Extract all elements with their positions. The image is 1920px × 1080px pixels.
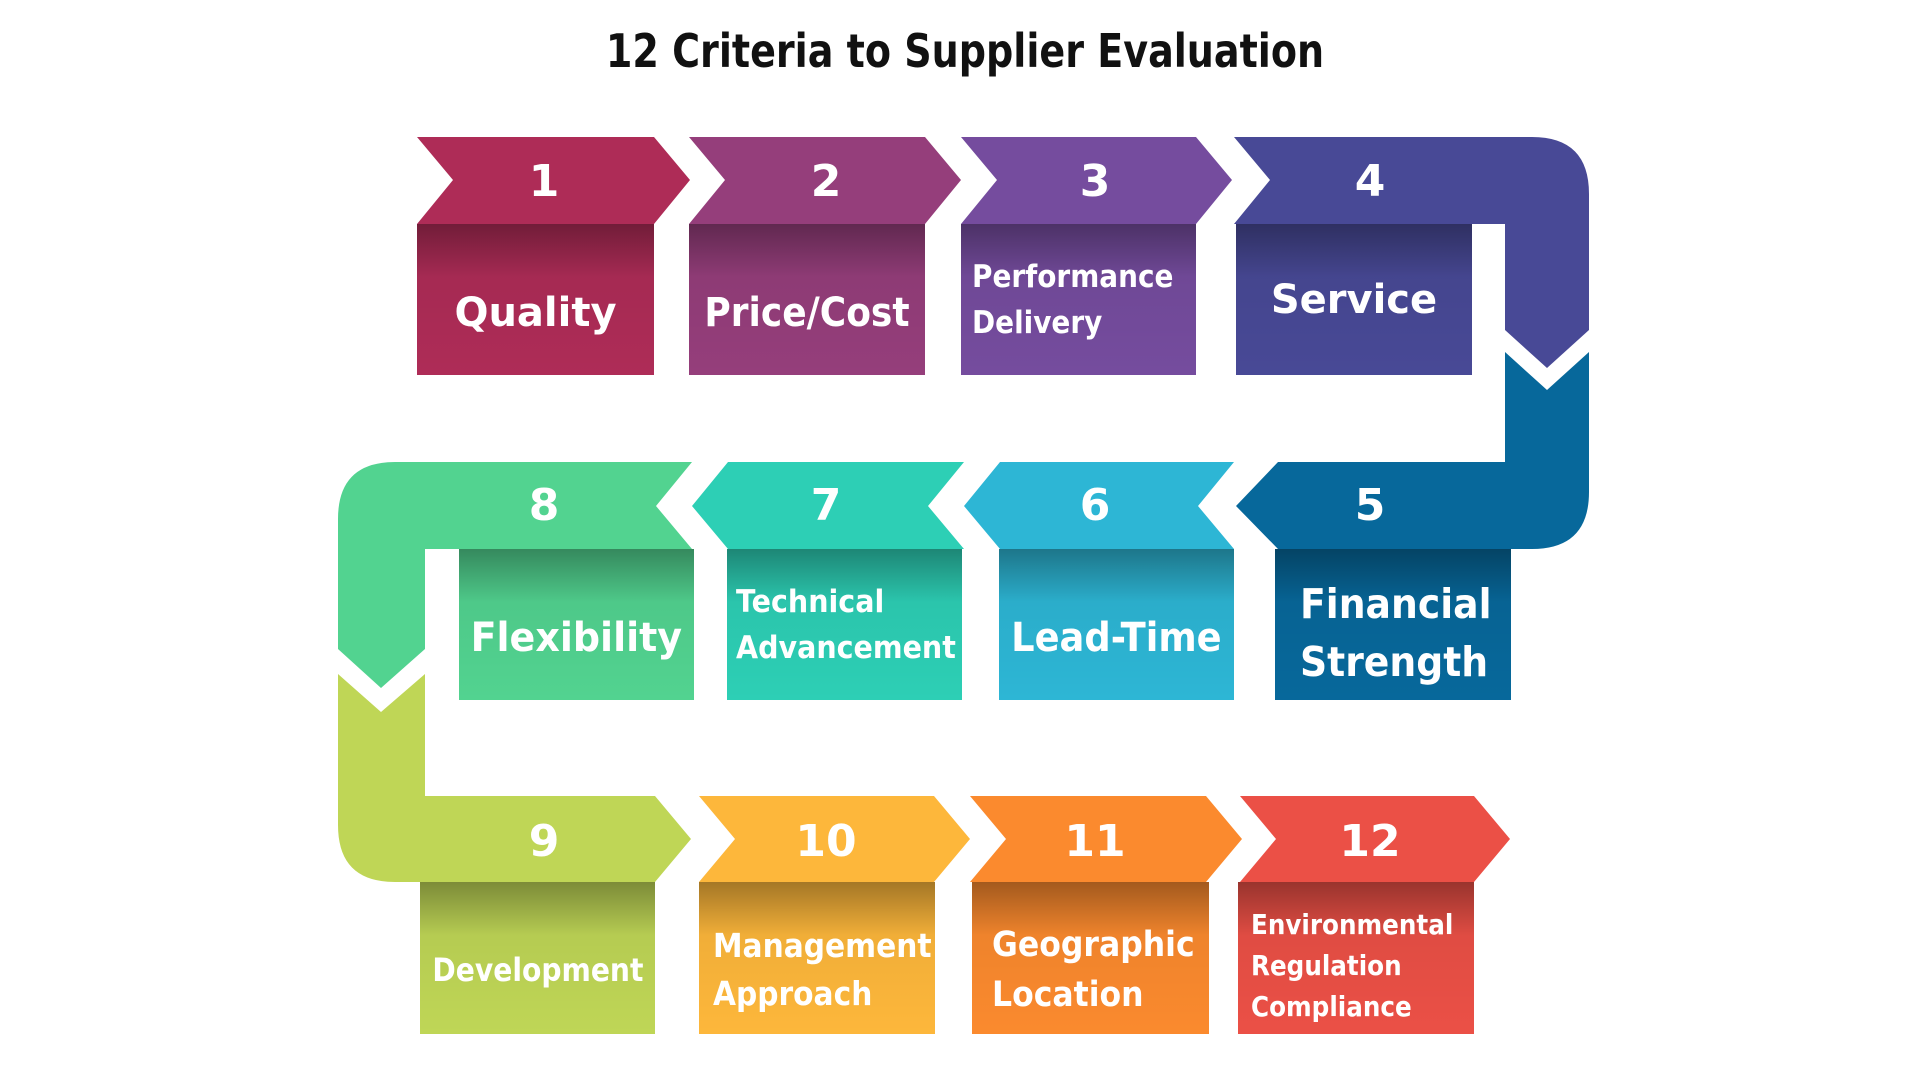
chevron-8-turn: [338, 462, 692, 688]
chevron-4-turn: [1234, 137, 1589, 368]
criterion-label-6: Lead-Time: [1011, 614, 1222, 661]
step-number-2: 2: [810, 156, 842, 207]
chevron-5-turn: [1236, 352, 1589, 549]
step-number-4: 4: [1354, 156, 1386, 207]
chevron-7: [692, 462, 964, 549]
criterion-card-5: Financial Strength: [1300, 570, 1511, 695]
criterion-card-6: Lead-Time: [999, 575, 1234, 700]
criterion-label-9: Development: [431, 951, 644, 989]
criterion-label-3: Performance Delivery: [972, 259, 1174, 341]
criterion-card-1: Quality: [417, 250, 654, 375]
step-number-5: 5: [1354, 480, 1386, 531]
step-number-7: 7: [810, 480, 842, 531]
chevron-10: [699, 796, 970, 882]
chevron-1: [417, 137, 690, 224]
step-number-6: 6: [1079, 480, 1111, 531]
criterion-card-11: Geographic Location: [992, 920, 1209, 1020]
criterion-card-12: Environmental Regulation Compliance: [1251, 905, 1474, 1025]
step-number-12: 12: [1339, 816, 1401, 867]
criterion-card-8: Flexibility: [459, 575, 694, 700]
chevron-11: [970, 796, 1242, 882]
criterion-label-7: Technical Advancement: [736, 584, 956, 666]
chevron-3: [961, 137, 1232, 224]
criterion-label-4: Service: [1270, 277, 1438, 323]
criterion-label-10: Management Approach: [713, 926, 932, 1013]
step-number-1: 1: [528, 156, 560, 207]
criterion-card-10: Management Approach: [713, 920, 935, 1020]
chevron-2: [689, 137, 961, 224]
chevron-6: [964, 462, 1234, 549]
chevron-9-turn: [338, 674, 691, 882]
criterion-card-4: Service: [1236, 250, 1472, 350]
criterion-label-11: Geographic Location: [992, 925, 1195, 1015]
step-number-11: 11: [1064, 816, 1126, 867]
chevron-12: [1240, 796, 1510, 882]
criterion-label-5: Financial Strength: [1300, 579, 1492, 686]
criterion-label-2: Price/Cost: [704, 289, 910, 336]
criterion-card-9: Development: [420, 920, 655, 1020]
step-number-10: 10: [795, 816, 857, 867]
criterion-label-12: Environmental Regulation Compliance: [1251, 907, 1454, 1023]
step-number-8: 8: [528, 480, 560, 531]
step-number-9: 9: [528, 816, 560, 867]
criterion-card-3: Performance Delivery: [972, 250, 1196, 350]
criterion-label-1: Quality: [454, 289, 617, 336]
criterion-label-8: Flexibility: [470, 614, 683, 661]
step-number-3: 3: [1079, 156, 1111, 207]
diagram-title: 12 Criteria to Supplier Evaluation: [605, 24, 1325, 78]
criterion-card-2: Price/Cost: [689, 250, 925, 375]
criterion-card-7: Technical Advancement: [736, 575, 962, 675]
